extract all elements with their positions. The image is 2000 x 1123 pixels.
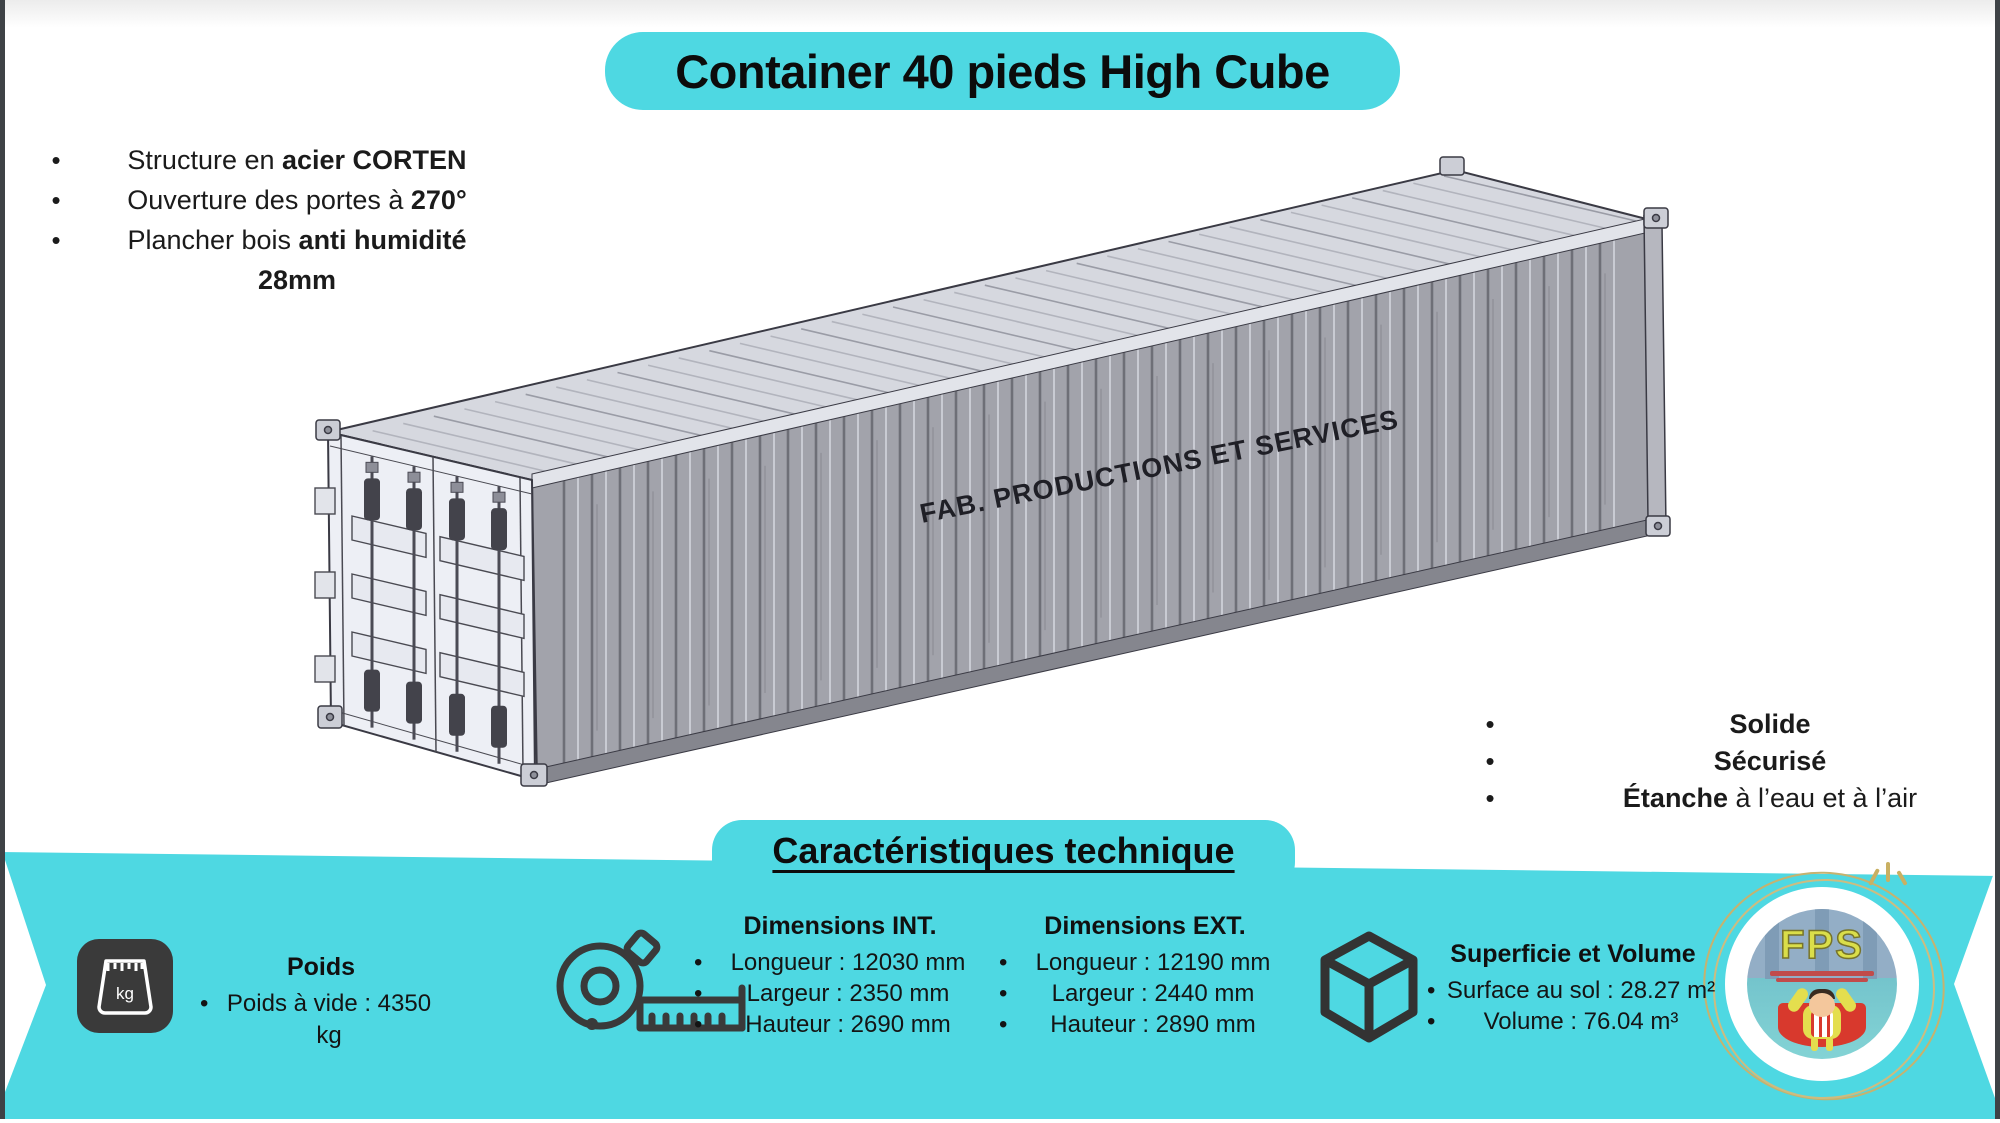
- spec-poids: Poids Poids à vide : 4350 kg: [196, 953, 446, 1052]
- right-edge-bar: [1995, 0, 2000, 1119]
- spec-item: Longueur : 12030 mm: [690, 947, 990, 978]
- section-heading: Caractéristiques technique: [712, 820, 1295, 892]
- spec-title: Superficie et Volume: [1450, 940, 1696, 968]
- spec-item: Hauteur : 2690 mm: [690, 1009, 990, 1040]
- spec-item: Longueur : 12190 mm: [995, 947, 1295, 978]
- page-title: Container 40 pieds High Cube: [605, 32, 1400, 110]
- feature-item: • Solide: [1472, 706, 2000, 743]
- spec-title: Dimensions EXT.: [1044, 912, 1246, 940]
- feature-item: • Étanche à l’eau et à l’air: [1472, 780, 2000, 817]
- spec-item: Poids à vide : 4350 kg: [196, 988, 446, 1052]
- fps-logo-image: FPS: [1747, 909, 1897, 1059]
- spec-superficie-volume: Superficie et Volume Surface au sol : 28…: [1423, 940, 1723, 1037]
- sparkle-icon: [1886, 862, 1890, 882]
- bullet-dot: •: [1485, 709, 1495, 739]
- spec-title: Dimensions INT.: [743, 912, 937, 940]
- feature-list-left: • Structure en acier CORTEN • Ouverture …: [38, 140, 520, 300]
- bullet-dot: •: [1485, 746, 1495, 776]
- fps-logo-text: FPS: [1779, 922, 1864, 968]
- feature-item: • Sécurisé: [1472, 743, 2000, 780]
- logo-tagline-illegible: [1770, 971, 1874, 982]
- spec-item: Hauteur : 2890 mm: [995, 1009, 1295, 1040]
- spec-title: Poids: [286, 953, 356, 981]
- spec-item: Largeur : 2350 mm: [690, 978, 990, 1009]
- feature-list-right: • Solide • Sécurisé • Étanche à l’eau et…: [1472, 706, 2000, 817]
- cube-icon: [1320, 931, 1418, 1043]
- spec-dimensions-ext: Dimensions EXT. Longueur : 12190 mm Larg…: [995, 912, 1295, 1040]
- band-right-notch: [1954, 870, 1995, 1098]
- superhero-mascot: [1747, 985, 1897, 1053]
- spec-item: Volume : 76.04 m³: [1423, 1006, 1723, 1037]
- bullet-dot: •: [1485, 783, 1495, 813]
- band-left-notch: [5, 860, 46, 1092]
- bullet-dot: •: [51, 185, 61, 215]
- section-heading-text: Caractéristiques technique: [772, 830, 1235, 871]
- left-edge-bar: [0, 0, 5, 1119]
- feature-item-continuation: 28mm: [257, 265, 337, 295]
- spec-item: Largeur : 2440 mm: [995, 978, 1295, 1009]
- svg-text:kg: kg: [116, 984, 134, 1003]
- bullet-dot: •: [51, 145, 61, 175]
- feature-item: • Structure en acier CORTEN: [38, 140, 520, 180]
- scale-icon: kg: [77, 939, 173, 1033]
- bullet-dot: •: [51, 225, 61, 255]
- feature-item: • Ouverture des portes à 270°: [38, 180, 520, 220]
- feature-item: • Plancher bois anti humidité: [38, 220, 520, 260]
- spec-dimensions-int: Dimensions INT. Longueur : 12030 mm Larg…: [690, 912, 990, 1040]
- spec-item: Surface au sol : 28.27 m²: [1423, 975, 1723, 1006]
- page-title-text: Container 40 pieds High Cube: [675, 44, 1330, 98]
